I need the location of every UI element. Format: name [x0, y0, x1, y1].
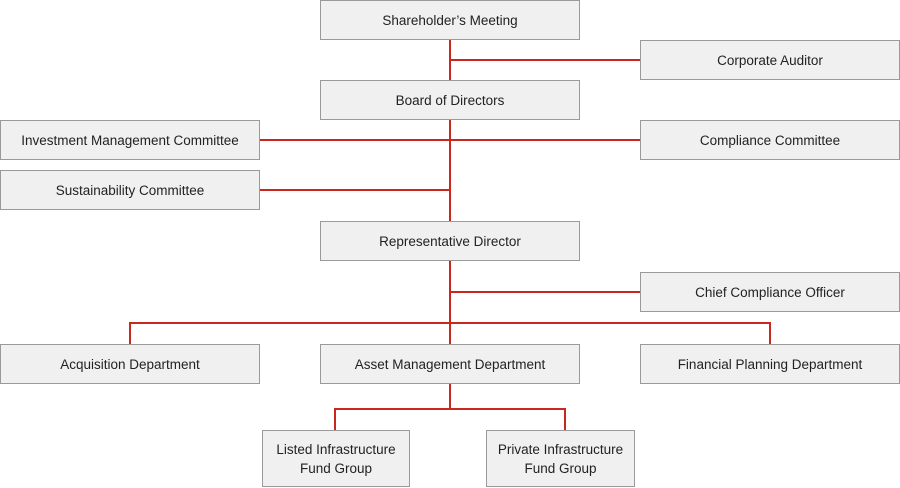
acquisition-department-label: Acquisition Department [60, 356, 200, 372]
chief-compliance-officer-label: Chief Compliance Officer [695, 284, 845, 300]
asset-management-department-label: Asset Management Department [354, 356, 546, 372]
corporate-auditor-box: Corporate Auditor [640, 40, 900, 80]
financial-planning-department-box: Financial Planning Department [640, 344, 900, 384]
private-infrastructure-fund-group-box: Private Infrastructure Fund Group [486, 430, 635, 487]
representative-director-label: Representative Director [379, 233, 521, 249]
investment-management-committee-box: Investment Management Committee [0, 120, 260, 160]
board-of-directors-label: Board of Directors [395, 92, 505, 108]
sustainability-committee-label: Sustainability Committee [55, 182, 205, 198]
listed-infrastructure-fund-group-box: Listed Infrastructure Fund Group [262, 430, 410, 487]
representative-director-box: Representative Director [320, 221, 580, 261]
shareholders-meeting-label: Shareholder’s Meeting [382, 12, 518, 28]
financial-planning-department-label: Financial Planning Department [677, 356, 863, 372]
shareholders-meeting-box: Shareholder’s Meeting [320, 0, 580, 40]
investment-management-committee-label: Investment Management Committee [21, 132, 239, 148]
compliance-committee-label: Compliance Committee [699, 132, 841, 148]
board-of-directors-box: Board of Directors [320, 80, 580, 120]
compliance-committee-box: Compliance Committee [640, 120, 900, 160]
private-infrastructure-fund-group-label: Private Infrastructure Fund Group [497, 441, 624, 476]
sustainability-committee-box: Sustainability Committee [0, 170, 260, 210]
asset-management-department-box: Asset Management Department [320, 344, 580, 384]
acquisition-department-box: Acquisition Department [0, 344, 260, 384]
corporate-auditor-label: Corporate Auditor [717, 52, 823, 68]
chief-compliance-officer-box: Chief Compliance Officer [640, 272, 900, 312]
listed-infrastructure-fund-group-label: Listed Infrastructure Fund Group [276, 441, 396, 476]
